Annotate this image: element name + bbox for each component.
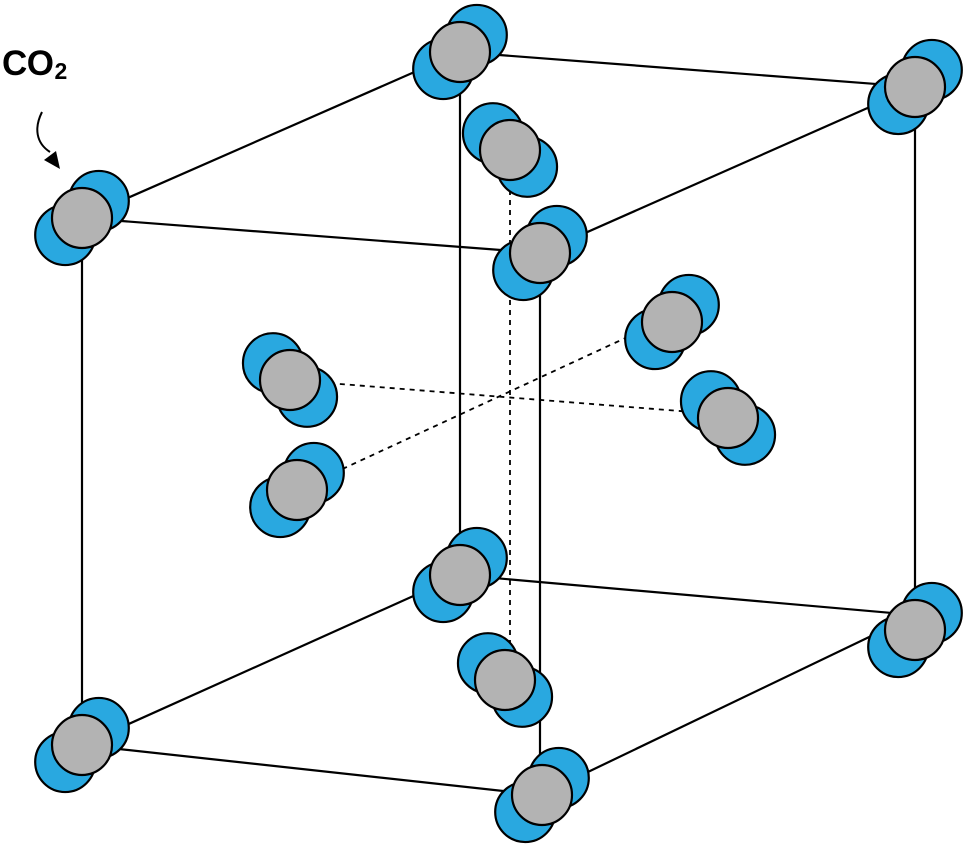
edge-back-bottom (459, 573, 916, 617)
molecule-corner-back-bottom-left (412, 526, 508, 624)
carbon-atom (640, 290, 704, 354)
edge-top-right (539, 85, 916, 255)
carbon-atom (428, 543, 492, 607)
co2-label: CO2 (2, 44, 68, 84)
molecule-corner-front-bottom-left (34, 696, 130, 794)
molecule-face-left (241, 332, 339, 428)
carbon-atom (478, 118, 542, 182)
curved-arrow-icon (36, 111, 60, 169)
carbon-atom (883, 598, 947, 662)
carbon-atom (50, 186, 114, 250)
molecule-face-front (249, 441, 345, 539)
molecule-corner-back-top-right (867, 38, 963, 136)
co2-molecules (34, 3, 963, 844)
carbon-atom (473, 648, 537, 712)
carbon-atom (50, 713, 114, 777)
carbon-atom (510, 763, 574, 827)
molecule-corner-front-top-right (492, 204, 588, 302)
molecule-corner-front-bottom-right (494, 746, 590, 844)
dash-horizontal (289, 379, 731, 416)
co2-label-formula: CO (2, 44, 54, 83)
carbon-atom (883, 55, 947, 119)
edge-bottom-right (539, 614, 916, 796)
molecule-corner-back-top-left (412, 3, 508, 101)
edge-back-top (459, 50, 916, 89)
cube-edges (80, 50, 917, 797)
carbon-atom (508, 221, 572, 285)
carbon-atom (265, 458, 329, 522)
edge-top-left (81, 50, 461, 220)
carbon-atom (428, 20, 492, 84)
molecule-corner-front-top-left (34, 169, 130, 267)
molecule-face-bottom (456, 632, 554, 728)
edge-front-bottom (81, 743, 541, 797)
edge-bottom-left (81, 573, 461, 747)
molecule-face-back (624, 273, 720, 371)
molecule-face-right (679, 370, 777, 466)
molecule-face-top (461, 102, 559, 198)
co2-label-subscript: 2 (54, 58, 68, 84)
dash-diagonal (296, 321, 661, 491)
edge-front-top (81, 216, 541, 255)
carbon-atom (258, 348, 322, 412)
face-center-dashed-lines (289, 150, 731, 680)
molecule-corner-back-bottom-right (867, 581, 963, 679)
carbon-atom (696, 386, 760, 450)
